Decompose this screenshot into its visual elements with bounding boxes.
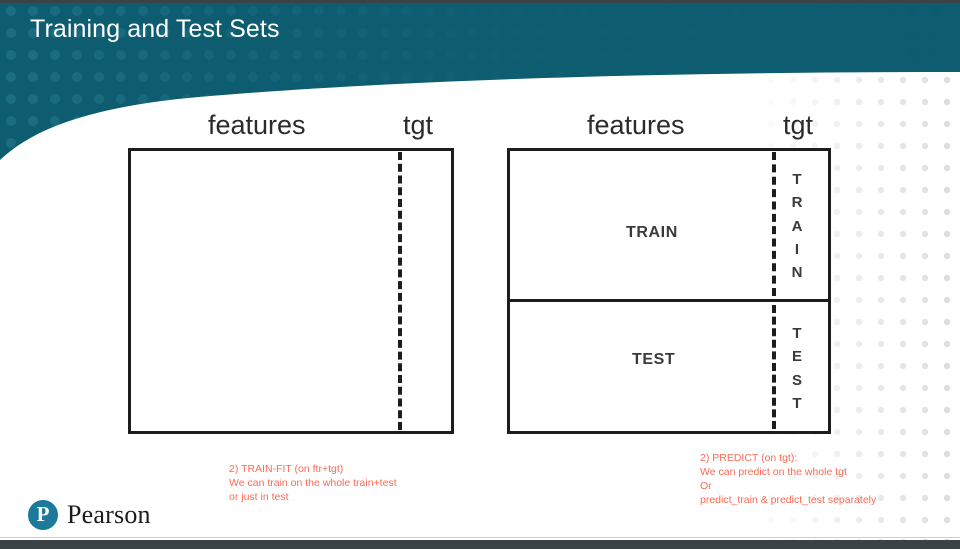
train-target-label: T R A I N <box>785 168 809 284</box>
vletter: S <box>791 371 802 389</box>
pearson-wordmark: Pearson <box>67 500 151 529</box>
train-fit-caption-line3: or just in test <box>229 490 289 503</box>
bottom-hairline <box>0 537 960 538</box>
left-data-box <box>128 148 454 434</box>
predict-caption-line3: Or <box>700 479 712 492</box>
left-target-label: tgt <box>403 110 434 140</box>
train-fit-diagram: features tgt <box>0 0 480 460</box>
left-target-divider <box>398 152 402 430</box>
pearson-logo: P Pearson <box>28 500 151 530</box>
vletter: I <box>794 240 800 258</box>
test-feature-label: TEST <box>632 351 676 368</box>
pearson-mark-icon: P <box>28 500 58 530</box>
vletter: A <box>791 217 803 235</box>
predict-caption-line2: We can predict on the whole tgt <box>700 465 847 478</box>
vletter: T <box>792 394 802 412</box>
train-fit-caption-line1: 2) TRAIN-FIT (on ftr+tgt) <box>229 463 344 475</box>
predict-caption-line1: 2) PREDICT (on tgt): <box>700 452 798 464</box>
vletter: E <box>791 348 802 366</box>
train-feature-label: TRAIN <box>626 224 678 241</box>
vletter: T <box>792 325 802 342</box>
train-fit-caption-line2: We can train on the whole train+test <box>229 476 397 489</box>
right-data-box <box>507 148 831 434</box>
predict-caption-line4: predict_train & predict_test separately <box>700 493 877 506</box>
top-rule <box>0 0 960 3</box>
train-fit-caption: 2) TRAIN-FIT (on ftr+tgt) We can train o… <box>229 463 397 505</box>
left-features-label: features <box>208 110 306 140</box>
bottom-bar <box>0 540 960 549</box>
pearson-p-glyph: P <box>36 502 50 526</box>
vletter: N <box>791 264 803 281</box>
predict-caption: 2) PREDICT (on tgt): We can predict on t… <box>700 452 876 507</box>
right-features-label: features <box>587 110 685 140</box>
train-target-divider <box>772 152 776 296</box>
page-title: Training and Test Sets <box>30 15 280 43</box>
test-target-divider <box>772 305 776 429</box>
vletter: T <box>792 171 802 188</box>
train-test-divider <box>507 299 831 302</box>
vletter: R <box>791 194 803 212</box>
test-target-label: T E S T <box>785 322 809 415</box>
